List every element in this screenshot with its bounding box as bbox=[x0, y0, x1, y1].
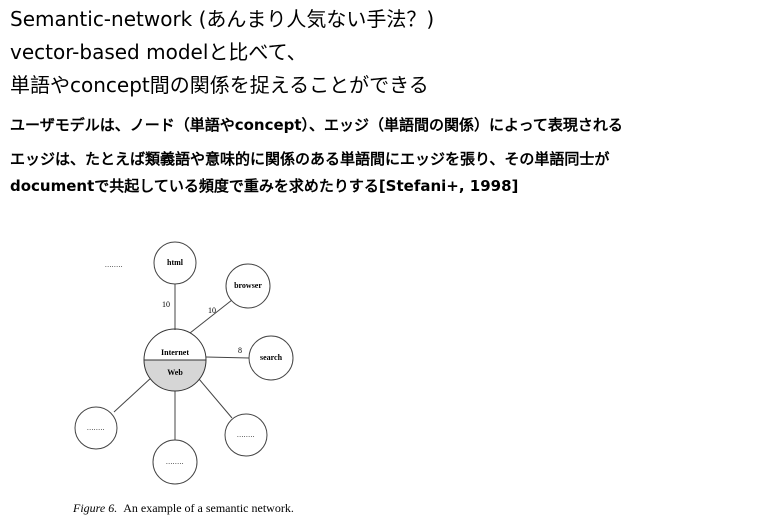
edge-weight-html: 10 bbox=[162, 300, 170, 309]
body-line-1: ユーザモデルは、ノード（単語やconcept）、エッジ（単語間の関係）によって表… bbox=[10, 116, 623, 134]
node-search: search bbox=[248, 335, 294, 381]
body-line-2: エッジは、たとえば類義語や意味的に関係のある単語間にエッジを張り、その単語同士が bbox=[10, 150, 610, 168]
edge-browser bbox=[189, 299, 233, 334]
node-browser-label: browser bbox=[234, 281, 262, 290]
center-node: Internet Web bbox=[143, 328, 207, 392]
figure-caption-text: An example of a semantic network. bbox=[123, 501, 294, 515]
figure-caption-label: Figure 6. bbox=[73, 501, 118, 515]
center-node-internet-label: Internet bbox=[161, 348, 189, 357]
node-placeholder-bottom: ........ bbox=[152, 439, 198, 485]
body-line-3: documentで共起している頻度で重みを求めたりする[Stefani+, 19… bbox=[10, 177, 519, 195]
node-search-label: search bbox=[260, 353, 283, 362]
node-html: html bbox=[153, 241, 197, 285]
title-line-1: Semantic-network (あんまり人気ない手法？) bbox=[10, 7, 435, 31]
edge-search bbox=[205, 356, 250, 359]
center-node-web-label: Web bbox=[167, 368, 183, 377]
edge-weight-browser: 10 bbox=[208, 306, 216, 315]
node-placeholder-lower-left-label: ........ bbox=[87, 424, 105, 432]
top-left-dots: ........ bbox=[105, 261, 123, 269]
title-line-3: 単語やconcept間の関係を捉えることができる bbox=[10, 73, 429, 97]
node-browser: browser bbox=[225, 263, 271, 309]
node-html-label: html bbox=[167, 258, 184, 267]
node-placeholder-lower-right: ........ bbox=[224, 413, 268, 457]
node-placeholder-bottom-label: ........ bbox=[166, 458, 184, 466]
title-line-2: vector-based modelと比べて、 bbox=[10, 40, 307, 64]
edge-lower-right bbox=[198, 378, 233, 419]
node-placeholder-lower-right-label: ........ bbox=[237, 431, 255, 439]
node-placeholder-lower-left: ........ bbox=[74, 406, 118, 450]
figure-caption: Figure 6. An example of a semantic netwo… bbox=[73, 500, 294, 516]
edge-weight-search: 8 bbox=[238, 346, 242, 355]
edge-lower-left bbox=[113, 376, 153, 413]
